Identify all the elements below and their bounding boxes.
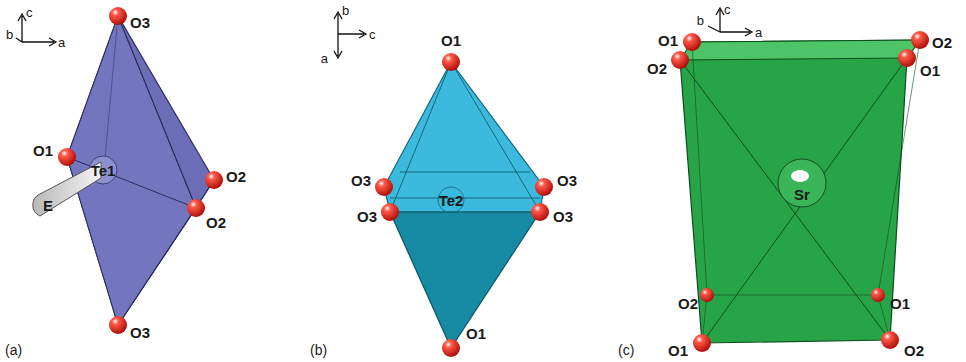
atom-label: Te2 (439, 193, 464, 208)
atom-label: O1 (890, 296, 910, 311)
atom-label: O1 (920, 63, 940, 78)
atom-label: O2 (647, 61, 667, 76)
axis-label: b (697, 14, 704, 27)
axis-label: c (724, 3, 731, 16)
atom-label: O2 (904, 343, 924, 358)
axis-label: c (369, 28, 376, 41)
atom-label: O1 (466, 326, 486, 341)
panel-label: (a) (5, 343, 22, 357)
atom-label: O1 (441, 33, 461, 48)
atom-label: Te1 (91, 163, 116, 178)
atom-label: O3 (553, 209, 573, 224)
atom-label: O2 (226, 169, 246, 184)
atom-label: E (43, 198, 53, 213)
atom-label: O3 (130, 15, 150, 30)
atom-label: O2 (206, 215, 226, 230)
axis-label: a (58, 36, 65, 49)
panel-label: (c) (618, 343, 634, 357)
atom-label: O1 (33, 143, 53, 158)
axis-label: a (755, 26, 762, 39)
atom-label: O3 (130, 325, 150, 340)
atom-label: O3 (357, 209, 377, 224)
axis-label: c (26, 6, 33, 19)
atom-label: O3 (351, 173, 371, 188)
axis-label: a (321, 52, 328, 65)
atom-label: Sr (794, 187, 810, 202)
axis-label: b (342, 4, 349, 17)
atom-label: O2 (678, 296, 698, 311)
atom-label: O2 (932, 35, 952, 50)
axis-label: b (6, 28, 13, 41)
panel-label: (b) (310, 343, 327, 357)
atom-label: O1 (668, 343, 688, 358)
atom-label: O1 (658, 33, 678, 48)
atom-label: O3 (557, 173, 577, 188)
